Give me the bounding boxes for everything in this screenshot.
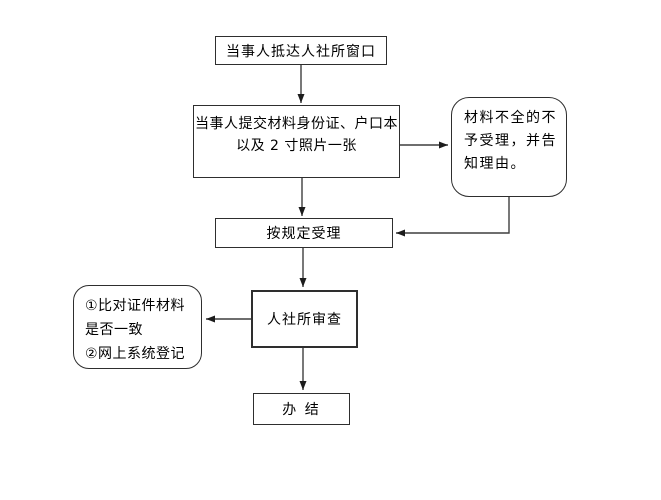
node-submit-line1: 当事人提交材料身份证、户口本 <box>195 116 398 132</box>
node-arrive-label: 当事人抵达人社所窗口 <box>226 43 376 60</box>
node-verify-line3: ②网上系统登记 <box>85 346 186 362</box>
node-accept-label: 按规定受理 <box>266 226 342 242</box>
node-reject-line3: 知理由。 <box>464 156 526 172</box>
node-verify-register: ①比对证件材料 是否一致 ②网上系统登记 <box>73 285 202 369</box>
node-reject-line1: 材料不全的不 <box>464 110 557 126</box>
node-accept-per-rules: 按规定受理 <box>215 218 393 248</box>
node-review-label: 人社所审查 <box>267 312 342 328</box>
node-reject-line2: 予受理，并告 <box>464 133 557 149</box>
node-reject-incomplete: 材料不全的不 予受理，并告 知理由。 <box>451 97 567 197</box>
elbow-arrow-reject-to-accept <box>396 197 510 237</box>
node-review-office: 人社所审查 <box>251 290 358 348</box>
node-finish: 办 结 <box>253 393 350 425</box>
node-submit-line2: 以及 2 寸照片一张 <box>236 138 357 154</box>
node-finish-label: 办 结 <box>282 402 321 418</box>
node-verify-line1: ①比对证件材料 <box>85 298 186 314</box>
node-submit-materials: 当事人提交材料身份证、户口本 以及 2 寸照片一张 <box>193 105 400 178</box>
node-arrive-window: 当事人抵达人社所窗口 <box>215 36 387 65</box>
node-verify-line2: 是否一致 <box>85 322 143 338</box>
